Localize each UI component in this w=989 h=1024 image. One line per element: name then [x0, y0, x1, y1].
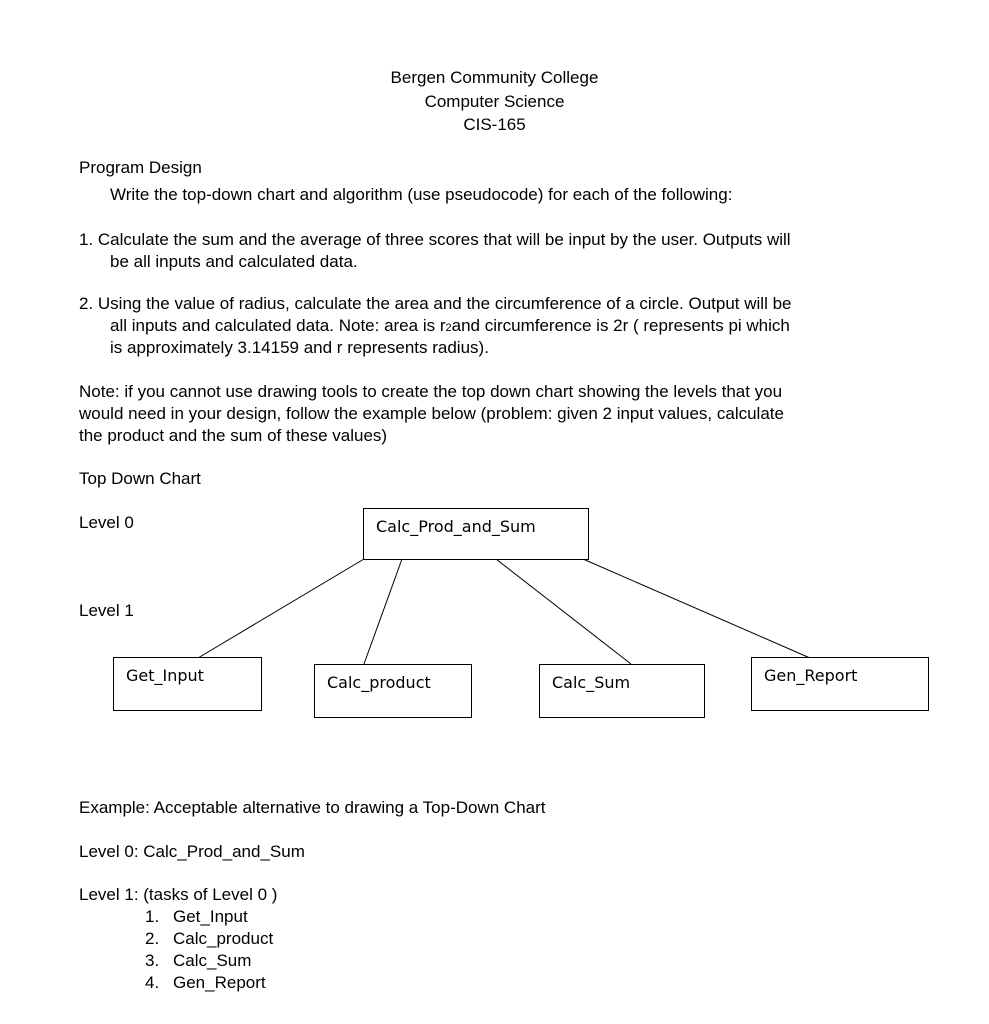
problem-2-line-1: 2. Using the value of radius, calculate … [79, 294, 792, 313]
box-get-input: Get_Input [113, 657, 262, 711]
box-calc-prod-and-sum: Calc_Prod_and_Sum [363, 508, 589, 560]
chart-heading: Top Down Chart [79, 469, 201, 488]
example-level-1: Level 1: (tasks of Level 0 ) [79, 885, 278, 904]
level-1-label: Level 1 [79, 601, 134, 620]
problem-2-line-2-rest: and circumference is 2r ( represents pi … [451, 316, 790, 335]
header-department: Computer Science [424, 92, 565, 111]
task-list: 1.Get_Input 2.Calc_product 3.Calc_Sum 4.… [145, 906, 273, 994]
note-line-2: would need in your design, follow the ex… [79, 404, 784, 423]
connector-get-input [197, 558, 365, 659]
problem-2-line-3: is approximately 3.14159 and r represent… [110, 338, 489, 357]
list-item: 4.Gen_Report [145, 973, 266, 992]
connector-calc-sum [495, 558, 632, 665]
list-item: 3.Calc_Sum [145, 951, 252, 970]
section-title: Program Design [79, 158, 202, 177]
problem-1-line-2: be all inputs and calculated data. [110, 252, 358, 271]
instruction-text: Write the top-down chart and algorithm (… [110, 185, 733, 204]
note-line-1: Note: if you cannot use drawing tools to… [79, 382, 783, 401]
superscript-two: 2 [445, 322, 452, 334]
example-heading: Example: Acceptable alternative to drawi… [79, 798, 546, 817]
connector-calc-product [363, 558, 403, 665]
example-level-0: Level 0: Calc_Prod_and_Sum [79, 842, 305, 861]
list-item: 2.Calc_product [145, 929, 274, 948]
problem-2-line-2: all inputs and calculated data. Note: ar… [110, 315, 790, 339]
list-item: 1.Get_Input [145, 907, 248, 926]
connector-gen-report [582, 558, 811, 659]
note-line-3: the product and the sum of these values) [79, 426, 388, 445]
header-college: Bergen Community College [390, 68, 599, 87]
problem-1-line-1: 1. Calculate the sum and the average of … [79, 230, 791, 249]
level-0-label: Level 0 [79, 513, 134, 532]
problem-2-line-2-start: all inputs and calculated data. Note: ar… [110, 316, 446, 335]
header-course: CIS-165 [463, 115, 526, 134]
box-calc-sum: Calc_Sum [539, 664, 705, 718]
box-gen-report: Gen_Report [751, 657, 929, 711]
box-calc-product: Calc_product [314, 664, 472, 718]
